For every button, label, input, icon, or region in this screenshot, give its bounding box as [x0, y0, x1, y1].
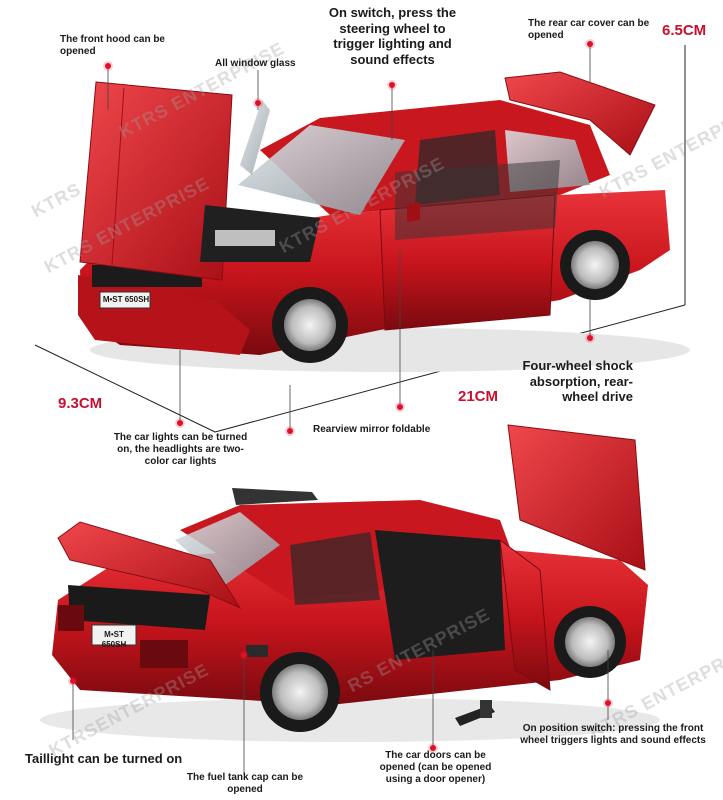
- rear-plate: M•ST 650SH: [101, 630, 127, 649]
- dimension-width: 9.3CM: [58, 395, 103, 412]
- label-mirror: Rearview mirror foldable: [313, 424, 431, 435]
- door-opener-tool: [455, 700, 495, 726]
- doors-dot: [430, 745, 436, 751]
- rear-cover-dot: [587, 41, 593, 47]
- label-fuel-cap: The fuel tank cap can be opened: [186, 772, 304, 795]
- window-glass-dot: [255, 100, 261, 106]
- label-rear-cover: The rear car cover can be opened: [528, 18, 650, 41]
- front-plate: M•ST 650SH: [102, 295, 150, 304]
- label-taillight: Taillight can be turned on: [25, 751, 183, 766]
- label-doors: The car doors can be opened (can be open…: [379, 750, 492, 785]
- label-on-switch: On switch, press the steering wheel to t…: [328, 5, 457, 67]
- leader-lines: [72, 44, 609, 775]
- position-switch-dot: [605, 700, 611, 706]
- taillight-dot: [70, 678, 76, 684]
- dimension-height: 6.5CM: [662, 22, 707, 39]
- fuel-cap-dot: [241, 652, 247, 658]
- car-lights-dot: [177, 420, 183, 426]
- label-shock: Four-wheel shock absorption, rear-wheel …: [522, 358, 633, 405]
- label-position-switch: On position switch: pressing the front w…: [520, 723, 706, 746]
- label-front-hood: The front hood can be opened: [60, 34, 165, 57]
- label-car-lights: The car lights can be turned on, the hea…: [113, 432, 248, 467]
- dimension-length: 21CM: [458, 388, 499, 405]
- shock-dot: [587, 335, 593, 341]
- front-hood-dot: [105, 63, 111, 69]
- label-window-glass: All window glass: [215, 58, 296, 69]
- dimension-dot: [397, 404, 403, 410]
- bottom-car: [40, 424, 660, 742]
- mirror-dot: [287, 428, 293, 434]
- top-car: [78, 71, 690, 372]
- switch-dot: [389, 82, 395, 88]
